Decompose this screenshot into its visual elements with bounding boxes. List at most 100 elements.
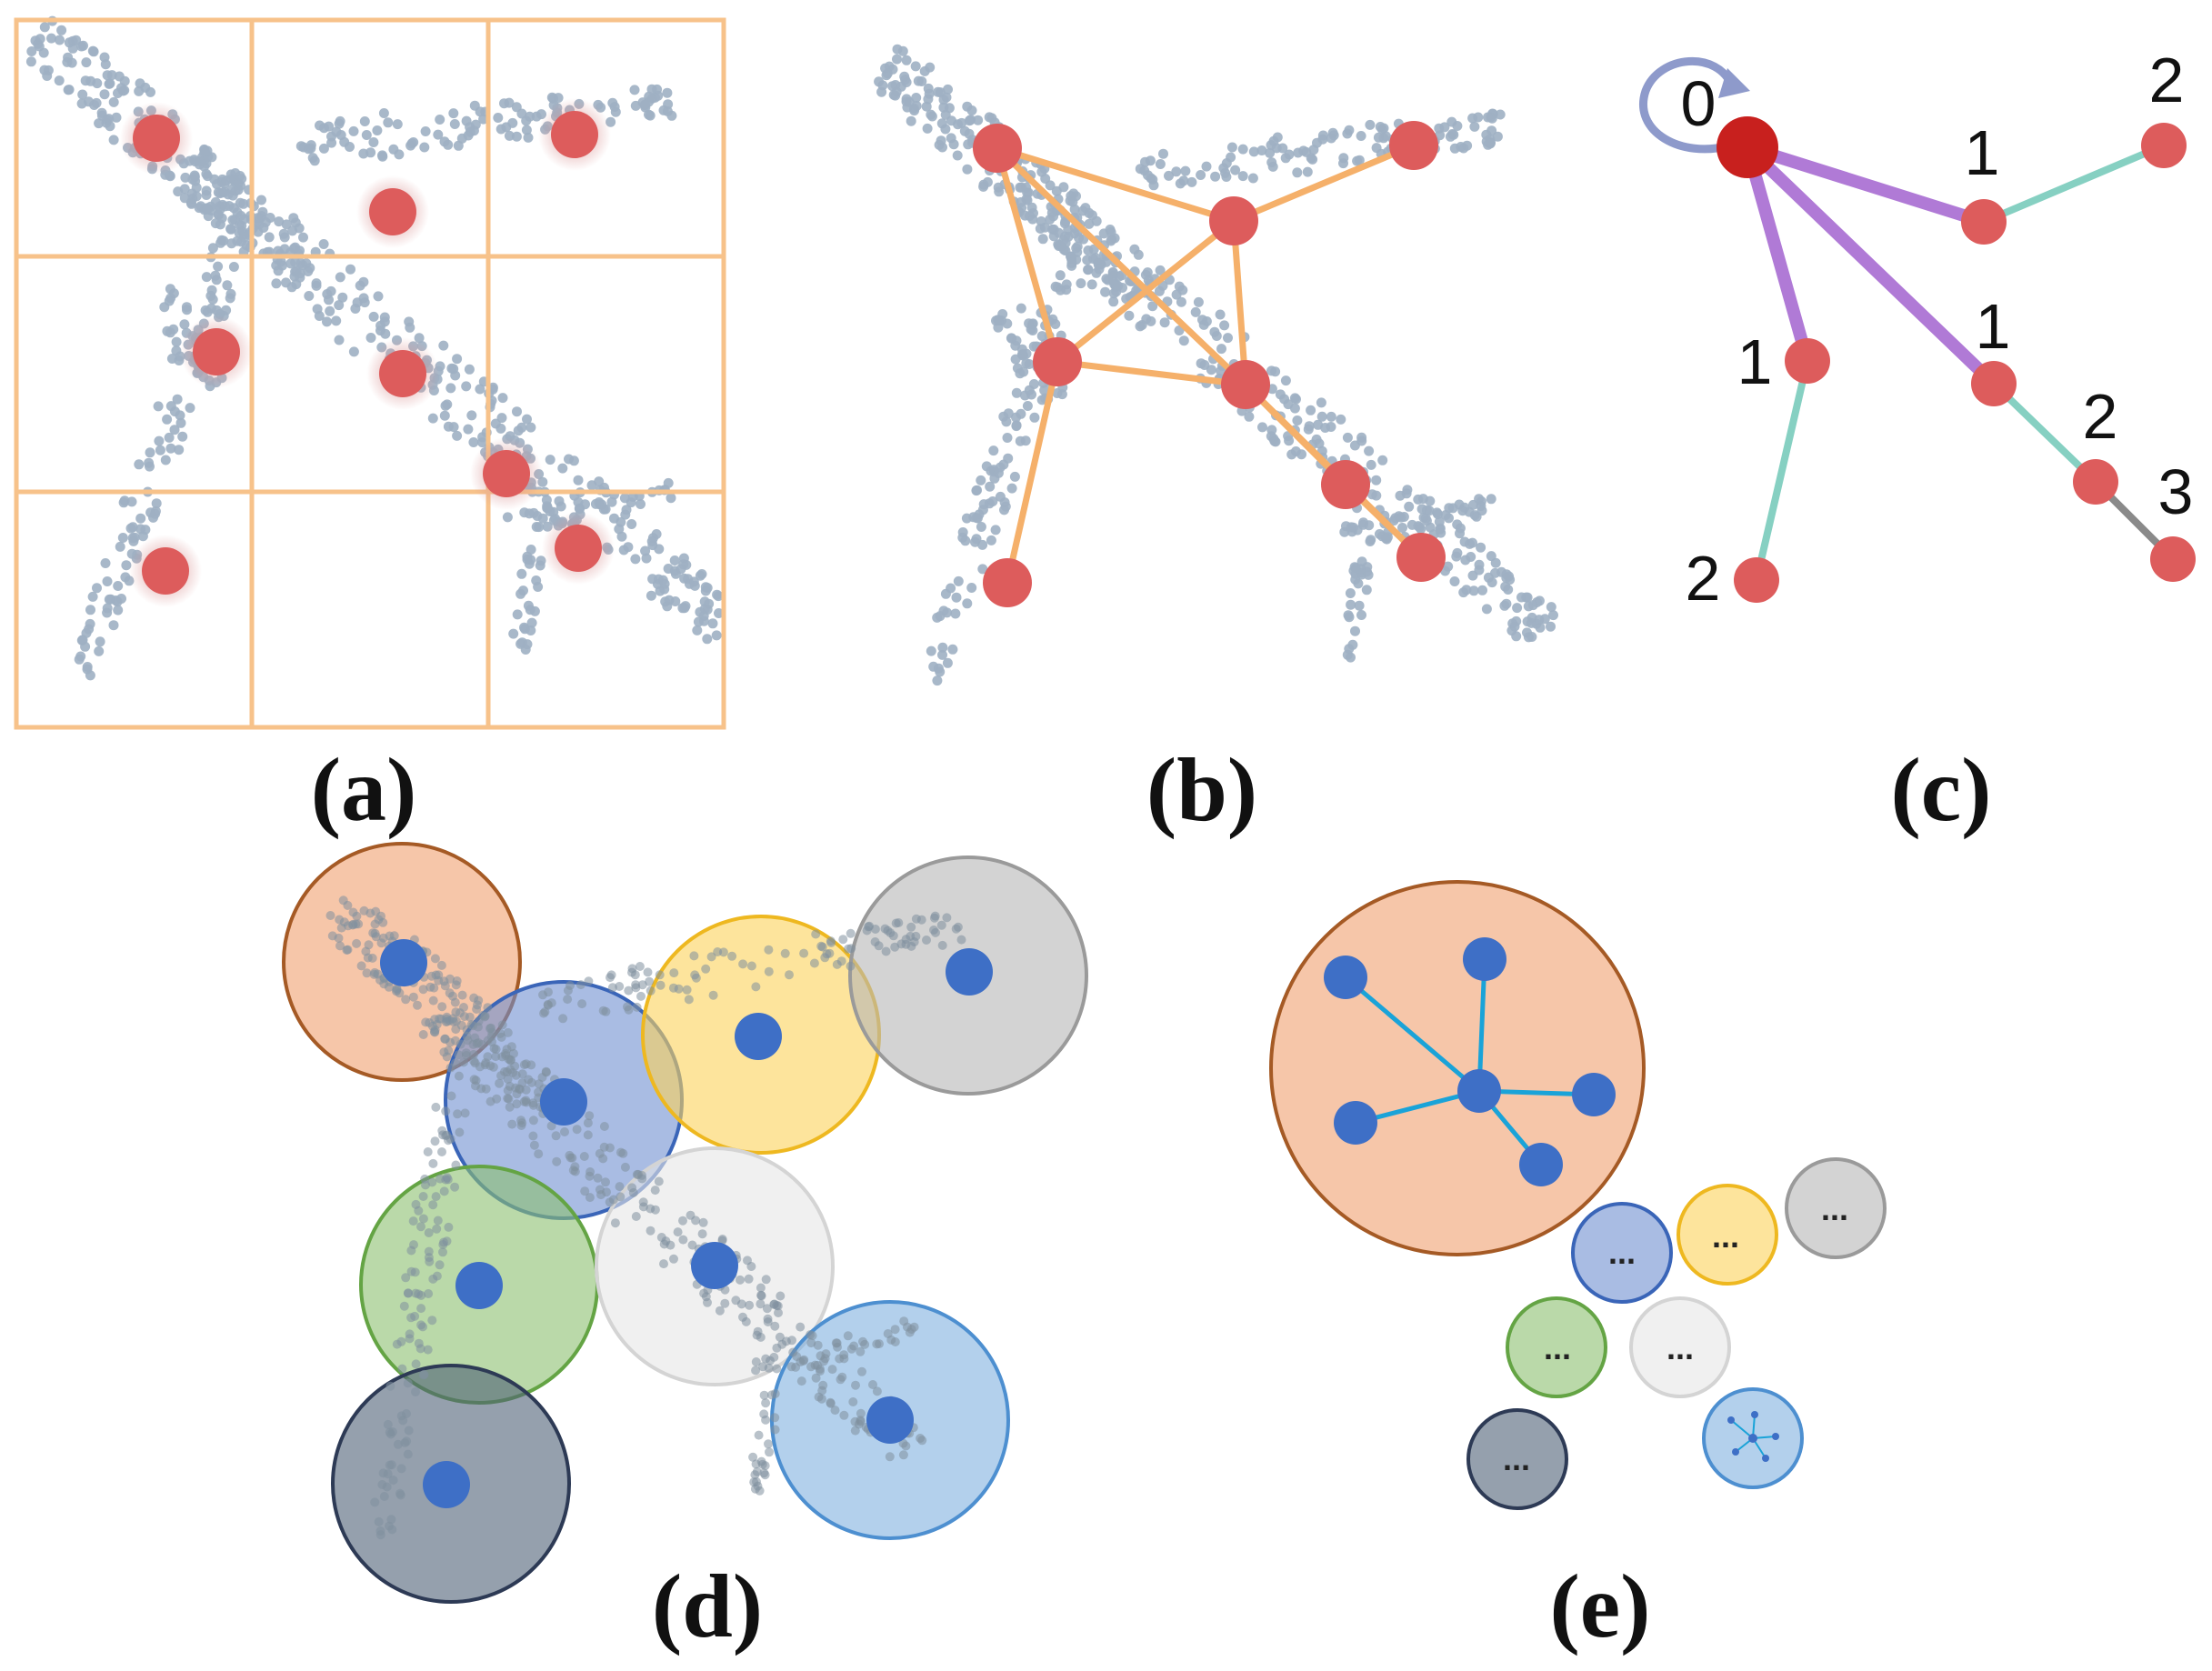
cloud-point — [324, 121, 335, 132]
tree-node — [2073, 459, 2118, 505]
cloud-point — [678, 559, 689, 570]
cloud-point — [751, 1357, 761, 1366]
cloud-point — [215, 237, 226, 248]
cloud-point — [1526, 632, 1537, 642]
cloud-point — [545, 455, 556, 465]
cloud-point — [497, 1052, 507, 1062]
cloud-point — [431, 1192, 441, 1202]
cloud-point — [46, 33, 56, 44]
cloud-point — [1197, 315, 1207, 325]
cloud-point — [295, 272, 305, 283]
cloud-point — [872, 1339, 882, 1349]
cloud-point — [1036, 331, 1047, 342]
cloud-point — [455, 1039, 465, 1049]
cloud-point — [932, 675, 943, 686]
cloud-point — [1267, 161, 1278, 172]
cloud-point — [232, 207, 243, 218]
keypoint — [193, 328, 240, 375]
cloud-point — [516, 422, 527, 433]
cloud-point — [430, 1136, 440, 1146]
cloud-point — [585, 1111, 595, 1121]
cloud-point — [666, 493, 676, 504]
cloud-point — [1100, 286, 1111, 297]
cloud-point — [666, 1240, 676, 1250]
cloud-point — [1135, 164, 1146, 175]
cloud-point — [89, 100, 100, 110]
cloud-point — [1218, 163, 1229, 174]
cloud-point — [425, 1256, 435, 1266]
cloud-point — [502, 512, 513, 523]
tree-node — [2141, 123, 2187, 168]
cloud-point — [452, 430, 463, 441]
cloud-point — [678, 1216, 687, 1226]
cloud-point — [459, 1057, 468, 1067]
cloud-point — [154, 435, 165, 446]
cloud-point — [856, 1346, 866, 1356]
cloud-point — [102, 576, 113, 586]
cloud-point — [1377, 455, 1388, 465]
cloud-point — [402, 1436, 412, 1446]
cloud-point — [1178, 175, 1189, 186]
cloud-point — [81, 57, 92, 68]
cloud-point — [820, 953, 830, 963]
cloud-point — [1003, 453, 1014, 464]
region-center — [866, 1396, 914, 1444]
node-label-root: 0 — [1681, 68, 1717, 139]
cloud-point — [1363, 569, 1374, 580]
cloud-point — [445, 383, 456, 394]
cloud-point — [646, 1226, 656, 1236]
cloud-point — [1326, 411, 1336, 422]
cloud-point — [375, 320, 386, 331]
cloud-point — [1356, 432, 1367, 443]
cloud-point — [1113, 281, 1124, 292]
cloud-point — [583, 1118, 593, 1128]
cloud-point — [1365, 119, 1376, 130]
cloud-point — [854, 1419, 864, 1429]
cloud-point — [364, 940, 374, 950]
tree-node — [1961, 199, 2007, 245]
cloud-point — [438, 1247, 447, 1257]
cloud-point — [413, 1000, 422, 1010]
cloud-point — [931, 927, 940, 937]
cloud-point — [507, 117, 518, 128]
cloud-point — [221, 175, 232, 185]
cloud-point — [438, 340, 449, 351]
cloud-point — [489, 1044, 499, 1054]
cloud-point — [85, 605, 95, 615]
cloud-point — [453, 1109, 463, 1119]
cloud-point — [881, 70, 892, 81]
cloud-point — [1084, 218, 1095, 229]
cloud-point — [401, 995, 411, 1005]
cloud-point — [1371, 475, 1382, 485]
cloud-point — [627, 967, 636, 977]
cloud-point — [646, 986, 656, 996]
star-leaf-node — [1519, 1143, 1563, 1186]
cloud-point — [403, 1449, 413, 1459]
cloud-point — [1345, 588, 1356, 598]
cloud-point — [512, 406, 522, 417]
cloud-point — [1022, 401, 1033, 411]
cloud-point — [1476, 496, 1486, 506]
cloud-point — [1256, 145, 1267, 155]
cloud-point — [1474, 559, 1485, 570]
cloud-point — [1449, 576, 1460, 586]
cloud-point — [911, 914, 921, 924]
cloud-point — [416, 1320, 426, 1330]
cloud-point — [334, 933, 344, 943]
cloud-point — [770, 1425, 780, 1435]
cloud-point — [435, 1260, 445, 1270]
region-ellipses: ... ... ... ... ... ... — [1503, 1190, 1848, 1477]
cloud-point — [396, 1464, 406, 1474]
cloud-point — [359, 906, 369, 916]
cloud-point — [736, 1299, 746, 1309]
cloud-point — [1223, 333, 1233, 344]
cloud-point — [689, 951, 699, 961]
cloud-point — [774, 1308, 783, 1317]
cloud-point — [499, 98, 509, 109]
cloud-point — [1469, 510, 1480, 521]
cloud-point — [529, 605, 540, 616]
cloud-point — [720, 1298, 730, 1308]
cloud-point — [846, 928, 856, 938]
cloud-point — [921, 101, 932, 112]
cloud-point — [1155, 159, 1166, 169]
